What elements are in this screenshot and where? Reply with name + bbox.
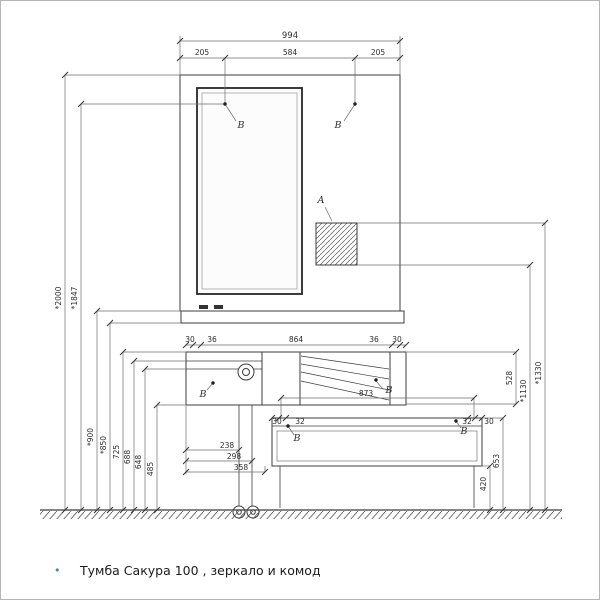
dim-653: 653 bbox=[492, 454, 501, 469]
dim-420: 420 bbox=[479, 477, 488, 492]
dim-1130: *1130 bbox=[519, 379, 528, 402]
callout-b-mirror-right: В bbox=[334, 120, 342, 131]
callout-b-chest-right: В bbox=[460, 426, 468, 437]
dim-c30-left: 30 bbox=[272, 417, 282, 426]
dim-584: 584 bbox=[283, 48, 298, 57]
dim-v30-right: 30 bbox=[392, 335, 402, 344]
vanity-outline bbox=[185, 351, 407, 406]
dim-725: 725 bbox=[112, 445, 121, 460]
callout-b-chest-left: В bbox=[293, 433, 301, 444]
dim-v36-left: 36 bbox=[207, 335, 217, 344]
dim-864: 864 bbox=[289, 335, 304, 344]
dim-648: 648 bbox=[134, 455, 143, 470]
switch-mark-2 bbox=[214, 305, 223, 309]
dim-298: 298 bbox=[227, 452, 242, 461]
dim-c32-right: 32 bbox=[462, 417, 472, 426]
view-callouts: В В А В В В В bbox=[199, 120, 468, 444]
dim-238: 238 bbox=[220, 441, 235, 450]
dim-total-width: 994 bbox=[282, 31, 298, 41]
structure bbox=[40, 74, 562, 519]
dim-1847: *1847 bbox=[70, 286, 79, 309]
chest-drawer-front bbox=[276, 430, 478, 462]
callout-b-mirror-left: В bbox=[237, 120, 245, 131]
dim-205-left: 205 bbox=[195, 48, 210, 57]
dim-205-right: 205 bbox=[371, 48, 386, 57]
dim-1330: *1330 bbox=[534, 361, 543, 384]
dim-900: *900 bbox=[86, 428, 95, 446]
dim-688: 688 bbox=[123, 450, 132, 465]
caption-text: Тумба Сакура 100 , зеркало и комод bbox=[79, 563, 321, 578]
dim-v30-left: 30 bbox=[185, 335, 195, 344]
dimension-labels: 994 205 584 205 *2000 *1847 *900 *850 72… bbox=[54, 31, 543, 491]
siphon-circle-inner bbox=[242, 368, 250, 376]
dim-850: *850 bbox=[99, 436, 108, 454]
drawer-rails bbox=[300, 355, 390, 401]
callout-b-vanity-left: В bbox=[199, 389, 207, 400]
countertop bbox=[180, 310, 405, 324]
dim-c30-right: 30 bbox=[484, 417, 494, 426]
callout-a-detail: А bbox=[316, 195, 324, 206]
dimension-lines bbox=[64, 36, 546, 510]
dim-358: 358 bbox=[234, 463, 249, 472]
switch-mark-1 bbox=[199, 305, 208, 309]
ground-hatch bbox=[40, 511, 562, 519]
hatched-detail-a bbox=[315, 222, 358, 266]
mirror-outline bbox=[196, 87, 303, 295]
dim-485: 485 bbox=[146, 462, 155, 477]
dim-528: 528 bbox=[505, 371, 514, 386]
caption-row: • Тумба Сакура 100 , зеркало и комод bbox=[54, 563, 321, 578]
dim-2000: *2000 bbox=[54, 286, 63, 309]
caption-bullet: • bbox=[54, 564, 61, 577]
callout-b-vanity-right: В bbox=[385, 385, 393, 396]
dim-873: 873 bbox=[359, 389, 374, 398]
mirror-inner-line bbox=[201, 92, 298, 290]
dim-v36-right: 36 bbox=[369, 335, 379, 344]
dim-c32-left: 32 bbox=[295, 417, 305, 426]
